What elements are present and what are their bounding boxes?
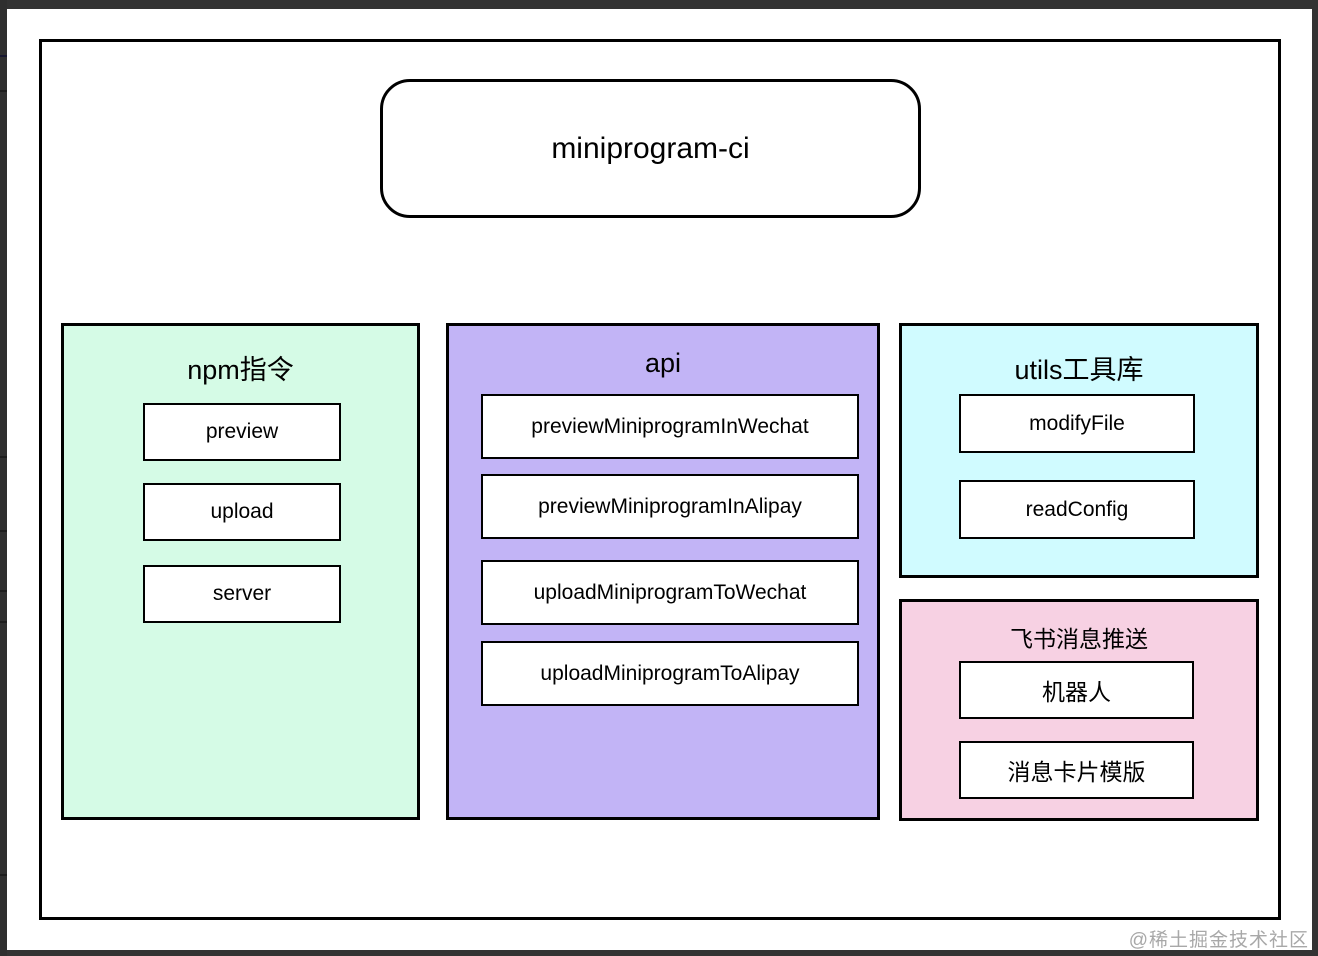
strip-seam: [0, 456, 7, 458]
feishu-item-card-template: 消息卡片模版: [959, 741, 1194, 799]
window-edge-strip: [0, 0, 7, 956]
strip-seam: [0, 55, 7, 57]
section-npm-commands: npm指令 preview upload server: [61, 323, 420, 820]
section-npm-title: npm指令: [187, 355, 294, 385]
section-api: api previewMiniprogramInWechat previewMi…: [446, 323, 880, 820]
feishu-item-robot: 机器人: [959, 661, 1194, 719]
api-item-upload-alipay: uploadMiniprogramToAlipay: [481, 641, 859, 706]
api-item-preview-alipay: previewMiniprogramInAlipay: [481, 474, 859, 539]
api-item-preview-wechat: previewMiniprogramInWechat: [481, 394, 859, 459]
diagram-title: miniprogram-ci: [551, 131, 750, 165]
strip-seam: [0, 874, 7, 876]
section-feishu-push: 飞书消息推送 机器人 消息卡片模版: [899, 599, 1259, 821]
strip-seam: [0, 90, 7, 92]
strip-seam: [0, 590, 7, 592]
utils-item-modifyfile: modifyFile: [959, 394, 1195, 453]
diagram-frame: miniprogram-ci npm指令 preview upload serv…: [39, 39, 1281, 920]
api-item-upload-wechat: uploadMiniprogramToWechat: [481, 560, 859, 625]
section-utils-title: utils工具库: [1014, 355, 1144, 385]
npm-item-upload: upload: [143, 483, 341, 541]
npm-item-preview: preview: [143, 403, 341, 461]
utils-item-readconfig: readConfig: [959, 480, 1195, 539]
document-page: miniprogram-ci npm指令 preview upload serv…: [7, 9, 1312, 951]
npm-item-server: server: [143, 565, 341, 623]
strip-seam: [0, 530, 7, 532]
section-api-title: api: [644, 348, 682, 378]
watermark: @稀土掘金技术社区: [1128, 930, 1309, 951]
section-feishu-title: 飞书消息推送: [1010, 626, 1148, 652]
strip-seam: [0, 621, 7, 623]
section-utils: utils工具库 modifyFile readConfig: [899, 323, 1259, 578]
diagram-title-box: miniprogram-ci: [380, 79, 921, 218]
